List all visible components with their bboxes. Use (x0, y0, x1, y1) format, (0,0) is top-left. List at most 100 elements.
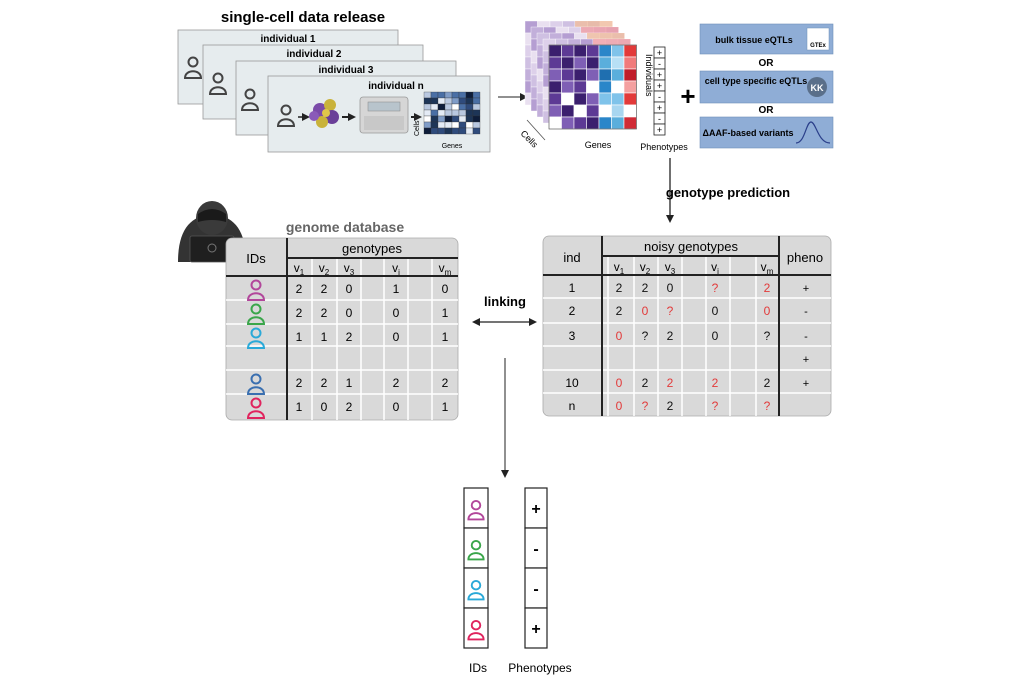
matrix-cell (472, 91, 481, 99)
genotype-cell: 2 (346, 400, 353, 414)
variant-header: v2 (640, 260, 651, 276)
result-pheno-sign: + (531, 501, 540, 518)
matrix-cell (465, 103, 474, 111)
cube-front-cell (623, 68, 637, 82)
cube-front-cell (573, 80, 587, 94)
matrix-cell (444, 103, 453, 111)
genotype-cell: 2 (393, 376, 400, 390)
pheno-sign: + (657, 103, 662, 113)
matrix-cell (451, 103, 460, 111)
matrix-cell (430, 127, 439, 135)
matrix-cell (465, 115, 474, 123)
cube-front-cell (573, 44, 587, 58)
noisy-genotype-cell: ? (764, 329, 771, 343)
matrix-cell (423, 103, 432, 111)
kk-logo-text: KK (811, 83, 824, 93)
result-id-cell (463, 567, 489, 609)
matrix-cell (451, 121, 460, 129)
noisy-genotype-cell: ? (642, 329, 649, 343)
cube-front-cell (598, 68, 612, 82)
matrix-cell (472, 103, 481, 111)
matrix-cell (458, 115, 467, 123)
variant-header: v2 (319, 261, 330, 277)
matrix-cell (430, 115, 439, 123)
person-icon (467, 619, 485, 641)
matrix-cell (423, 91, 432, 99)
cube-front-cell (548, 80, 562, 94)
cube-front-cell (598, 80, 612, 94)
matrix-cell (430, 121, 439, 129)
cube-front-cell (623, 116, 637, 130)
noisy-genotype-cell: 0 (712, 329, 719, 343)
cube-front-cell (623, 92, 637, 106)
cube-front-cell (548, 44, 562, 58)
cube-front-cell (623, 80, 637, 94)
matrix-cell (437, 127, 446, 135)
matrix-cell (472, 109, 481, 117)
matrix-cell (444, 121, 453, 129)
release-card-label: individual 2 (286, 49, 341, 60)
ids-header: IDs (246, 251, 266, 266)
matrix-cell (472, 115, 481, 123)
noisy-genotype-cell: 2 (616, 281, 623, 295)
matrix-cell (458, 91, 467, 99)
matrix-cell (451, 97, 460, 105)
person-icon (246, 397, 266, 419)
pheno-cell (653, 123, 666, 136)
matrix-cell (458, 97, 467, 105)
cube-front-cell (623, 44, 637, 58)
matrix-cell (437, 109, 446, 117)
cube-front-cell (598, 92, 612, 106)
matrix-cell (437, 91, 446, 99)
variant-header: vm (761, 260, 774, 276)
genotype-cell: 0 (321, 400, 328, 414)
cube-front-cell (573, 68, 587, 82)
noisy-genotype-cell: ? (667, 304, 674, 318)
noisy-genotype-cell: 2 (764, 376, 771, 390)
result-phenotypes-label: Phenotypes (508, 661, 571, 675)
matrix-cell (465, 121, 474, 129)
person-icon (208, 72, 228, 95)
variant-header: vi (711, 260, 719, 276)
cube-front-cell (586, 92, 600, 106)
noisy-genotype-cell: 2 (616, 304, 623, 318)
cells-axis-label: Cells (414, 120, 421, 136)
cube-edge (526, 119, 546, 141)
cube-front-cell (561, 116, 575, 130)
source-label: bulk tissue eQTLs (715, 35, 793, 45)
matrix-cell (430, 109, 439, 117)
external-sources: bulk tissue eQTLs GTEx OR cell type spec… (699, 23, 834, 149)
cube-front-cell (561, 104, 575, 118)
genotype-cell: 2 (296, 282, 303, 296)
release-title: single-cell data release (221, 9, 385, 26)
pheno-sign: - (658, 92, 661, 102)
cube-front-cell (598, 56, 612, 70)
genotype-cell: 0 (346, 306, 353, 320)
source-label: ΔAAF-based variants (703, 128, 794, 138)
matrix-cell (437, 97, 446, 105)
cube-layer-top (575, 21, 613, 29)
source-label: cell type specific eQTLs (705, 76, 808, 86)
table-background (542, 235, 832, 417)
person-icon (183, 56, 203, 79)
pheno-header: pheno (787, 250, 823, 265)
linked-result: +--+ (463, 487, 548, 649)
result-pheno-sign: - (533, 541, 538, 558)
result-id-cell (463, 527, 489, 569)
matrix-cell (430, 91, 439, 99)
variant-header: v1 (294, 261, 305, 277)
cube-front-cell (586, 56, 600, 70)
noisy-genotype-cell: 0 (642, 304, 649, 318)
cube-phenotypes-label: Phenotypes (640, 142, 688, 152)
pheno-cell: + (803, 283, 809, 295)
cube-front-cell (573, 116, 587, 130)
release-card-label: individual 1 (260, 34, 315, 45)
matrix-cell (451, 115, 460, 123)
data-cube: Cells Genes Individuals +-++-+-+ Phenoty… (519, 20, 688, 152)
noisy-genotype-cell: ? (642, 399, 649, 413)
cube-phenotype-column: +-++-+-+ (653, 46, 666, 136)
noisy-genotype-cell: ? (712, 281, 719, 295)
cube-front-cell (573, 92, 587, 106)
pheno-cell: + (803, 354, 809, 366)
